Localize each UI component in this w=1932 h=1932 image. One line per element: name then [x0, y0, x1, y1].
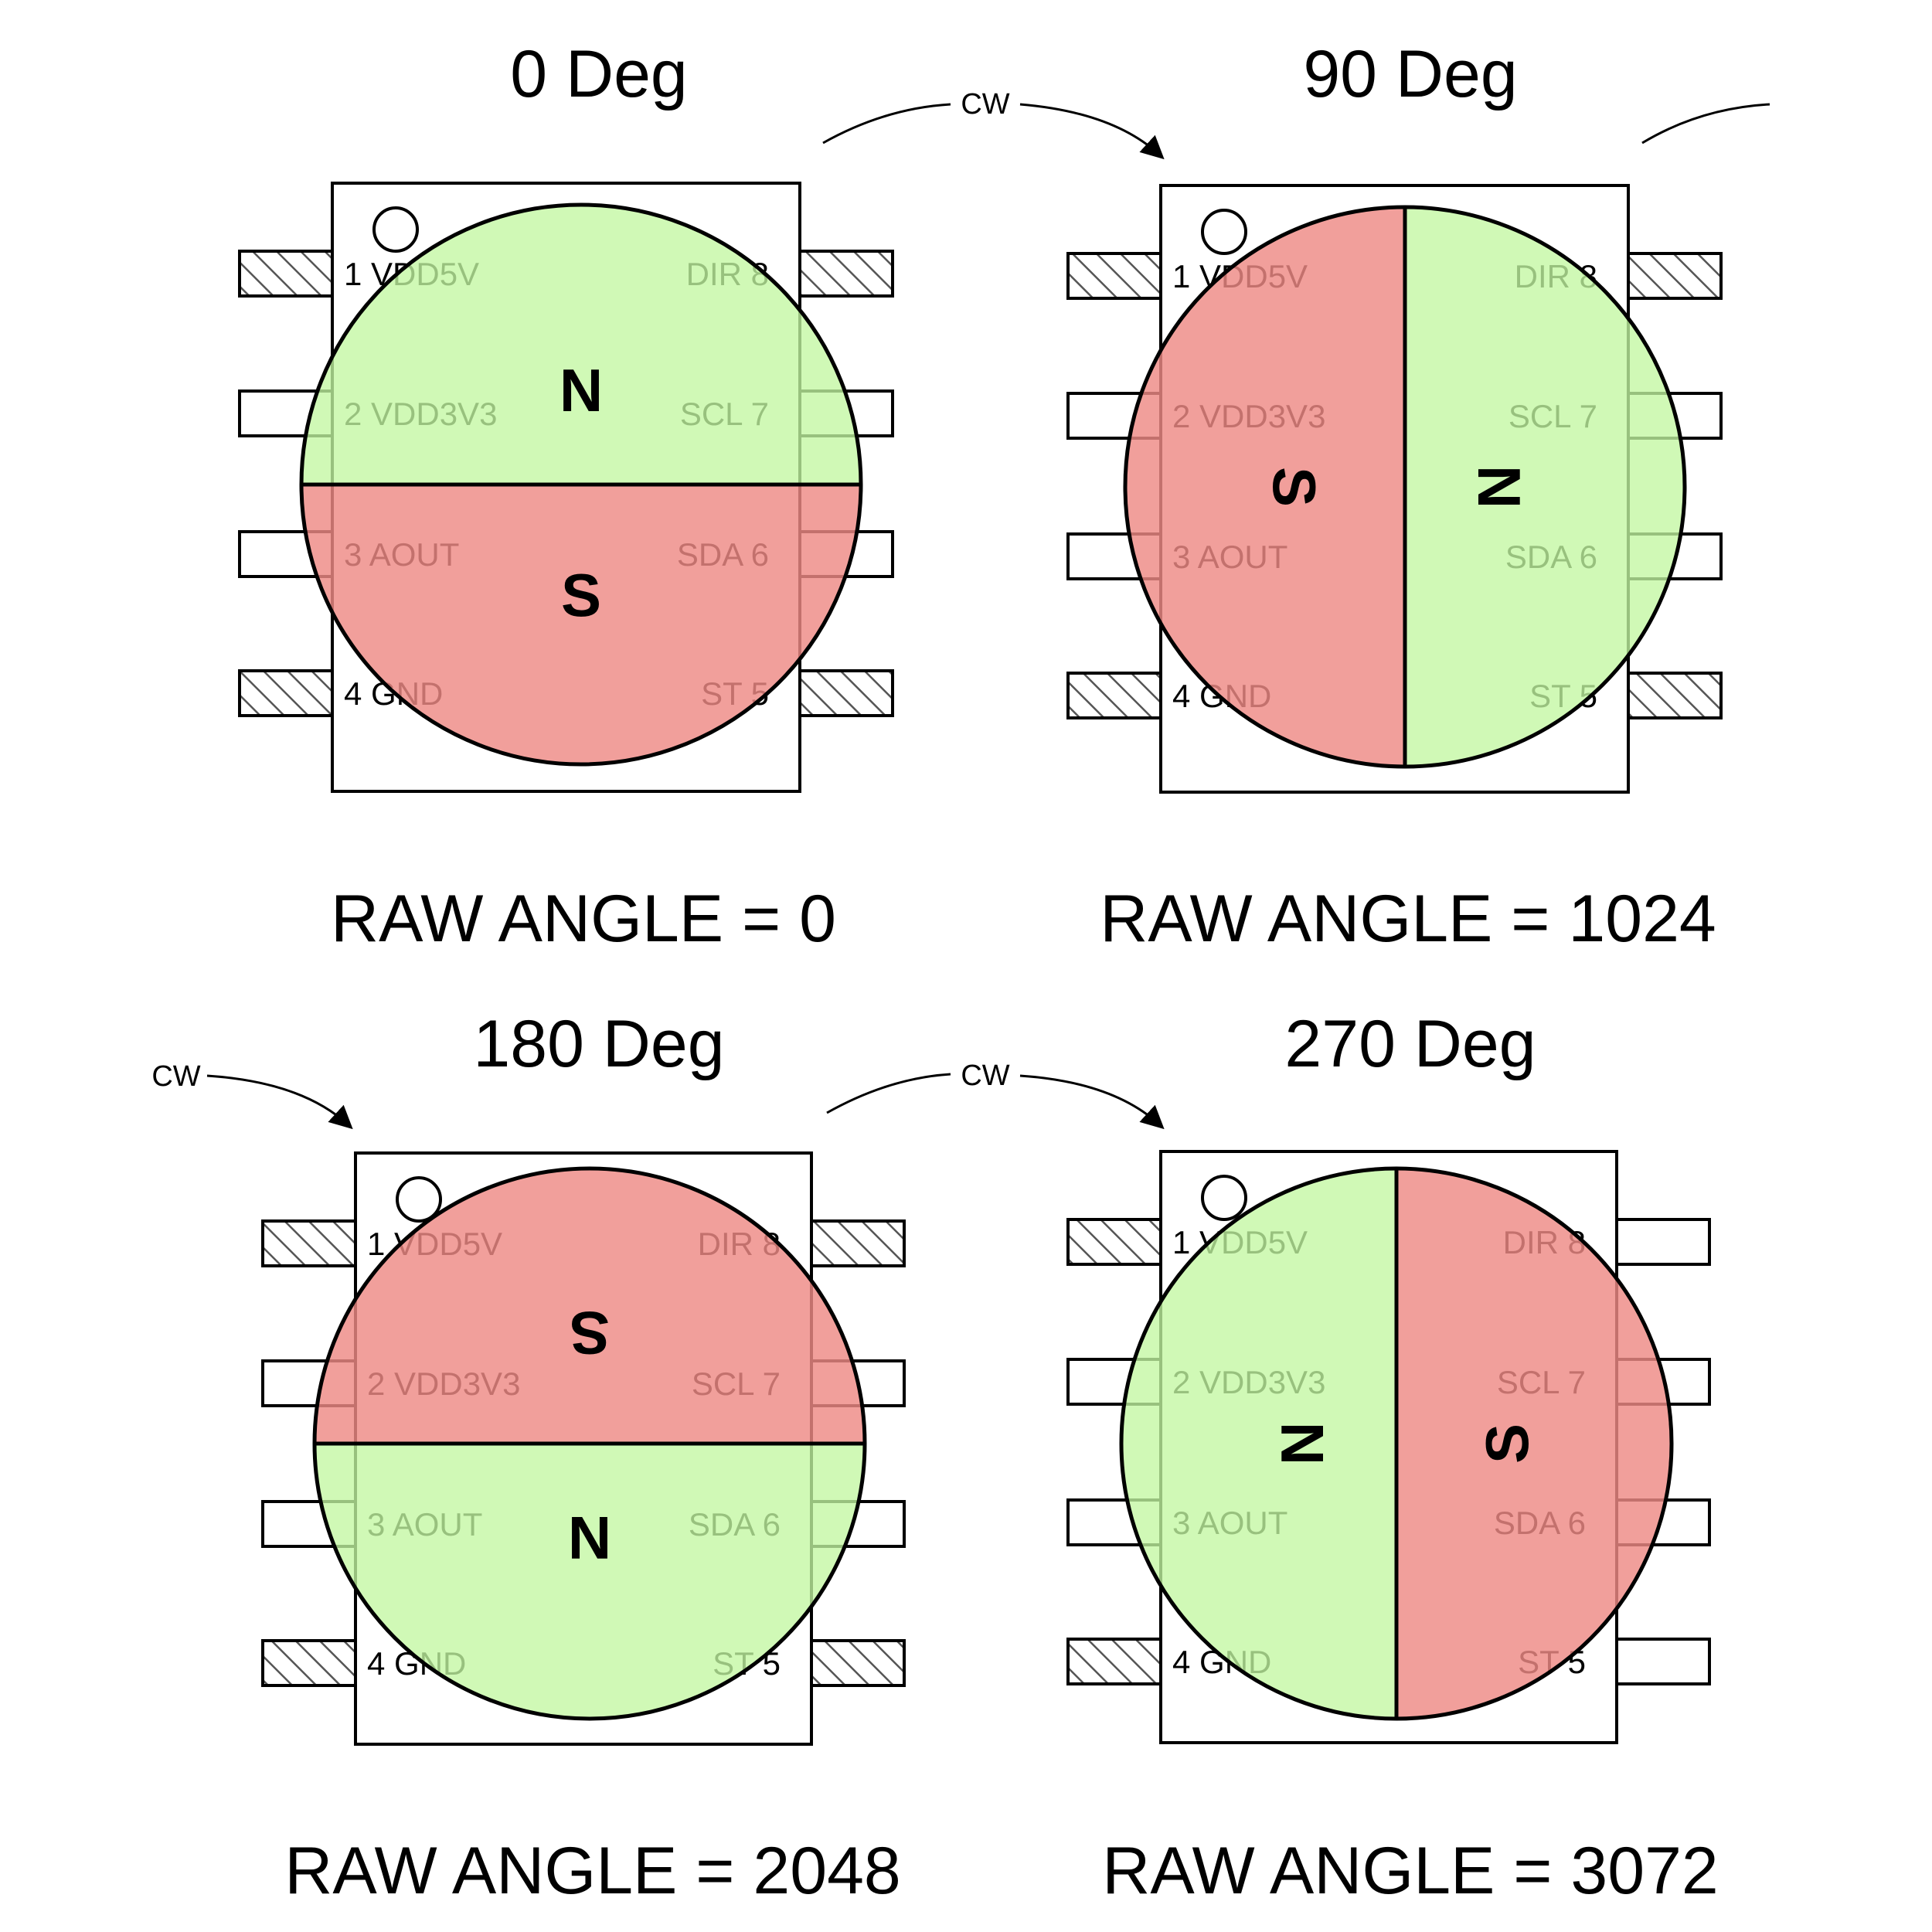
ic-package: 1 VDD5V2 VDD3V33 AOUT4 GNDDIR 8SCL 7SDA … [238, 182, 894, 793]
north-half [315, 1444, 865, 1719]
pin-lead [261, 1639, 357, 1687]
cw-arrow-4: CW [826, 1060, 1165, 1130]
pole-label-north: N [1268, 1422, 1336, 1465]
pin-lead [1066, 672, 1162, 719]
pin-lead [810, 1219, 906, 1267]
panel-title-0: 0 Deg [510, 37, 688, 111]
raw-angle-label-90: RAW ANGLE = 1024 [1100, 882, 1716, 956]
pin1-marker [372, 206, 419, 253]
pin-lead [798, 669, 894, 717]
cw-label: CW [961, 88, 1009, 121]
cw-arrow-2 [1641, 103, 1770, 145]
pin-lead [1066, 1218, 1162, 1266]
pin-lead [1066, 1638, 1162, 1685]
raw-angle-label-270: RAW ANGLE = 3072 [1102, 1834, 1718, 1908]
cw-arrow-1: CW [822, 88, 1165, 160]
ic-package: 1 VDD5V2 VDD3V33 AOUT4 GNDDIR 8SCL 7SDA … [261, 1151, 906, 1746]
pin-lead [238, 250, 334, 298]
pin1-marker [1201, 209, 1247, 255]
magnet-outline [1119, 1166, 1674, 1721]
magnet: NS [312, 1166, 867, 1721]
ic-package: 1 VDD5V2 VDD3V33 AOUT4 GNDDIR 8SCL 7SDA … [1066, 1150, 1711, 1744]
pin1-marker [1201, 1175, 1247, 1221]
pin-lead [261, 1219, 357, 1267]
pole-label-north: N [1465, 465, 1533, 509]
pin1-marker [396, 1176, 442, 1223]
pin-lead [238, 669, 334, 717]
north-half [1405, 207, 1685, 767]
pin-lead [1627, 672, 1723, 719]
pole-label-north: N [568, 1504, 611, 1572]
magnet-outline [312, 1166, 867, 1721]
south-half [1396, 1168, 1672, 1719]
pole-label-south: S [1260, 467, 1328, 507]
pin-lead [798, 250, 894, 298]
panel-title-270: 270 Deg [1284, 1007, 1536, 1081]
south-half [1125, 207, 1405, 767]
pin-lead [1615, 1218, 1711, 1266]
ic-package: 1 VDD5V2 VDD3V33 AOUT4 GNDDIR 8SCL 7SDA … [1066, 184, 1723, 794]
raw-angle-label-180: RAW ANGLE = 2048 [284, 1834, 900, 1908]
pole-label-south: S [561, 561, 601, 629]
cw-label: CW [151, 1060, 200, 1093]
panel-title-90: 90 Deg [1303, 37, 1517, 111]
pole-label-south: S [1473, 1423, 1541, 1464]
north-half [301, 205, 861, 485]
magnet-outline [1123, 205, 1687, 769]
pin-lead [1615, 1638, 1711, 1685]
south-half [315, 1168, 865, 1444]
pole-label-south: S [570, 1299, 610, 1367]
pin-lead [1066, 252, 1162, 300]
cw-label: CW [961, 1060, 1009, 1092]
raw-angle-label-0: RAW ANGLE = 0 [331, 882, 836, 956]
pin-lead [1627, 252, 1723, 300]
south-half [301, 485, 861, 764]
cw-arrow-3: CW [151, 1060, 353, 1130]
magnet-outline [299, 202, 863, 767]
magnet: NS [1123, 205, 1687, 769]
pin-lead [810, 1639, 906, 1687]
north-half [1121, 1168, 1396, 1719]
pole-label-north: N [560, 356, 603, 424]
panel-title-180: 180 Deg [473, 1007, 724, 1081]
magnet: NS [299, 202, 863, 767]
